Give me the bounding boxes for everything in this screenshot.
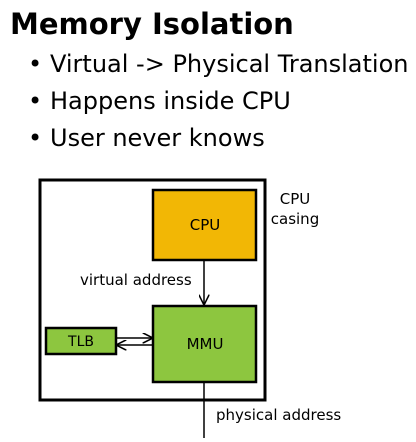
bullet-list: •Virtual -> Physical Translation •Happen… xyxy=(28,46,408,157)
bullet-item: •Virtual -> Physical Translation xyxy=(28,46,408,83)
casing-label-line1: CPU xyxy=(280,190,311,208)
bullet-dot: • xyxy=(28,87,43,115)
bullet-dot: • xyxy=(28,124,43,152)
bullet-item: •Happens inside CPU xyxy=(28,83,408,120)
cpu-box xyxy=(151,188,258,262)
bullet-text: Happens inside CPU xyxy=(50,87,291,115)
tlb-box-label: TLB xyxy=(67,334,94,350)
physical-address-label: physical address xyxy=(216,406,341,424)
bullet-dot: • xyxy=(28,50,43,78)
bullet-item: •User never knows xyxy=(28,120,408,157)
bullet-text: Virtual -> Physical Translation xyxy=(50,50,409,78)
cpu-box-label: CPU xyxy=(190,216,221,234)
casing-label-line2: casing xyxy=(271,210,319,228)
virtual-address-label: virtual address xyxy=(80,271,192,289)
mmu-box-label: MMU xyxy=(187,335,224,353)
slide-title: Memory Isolation xyxy=(10,7,294,41)
bullet-text: User never knows xyxy=(50,124,265,152)
mmu-diagram: CPU casing CPU virtual address MMU TLB p… xyxy=(38,178,341,438)
